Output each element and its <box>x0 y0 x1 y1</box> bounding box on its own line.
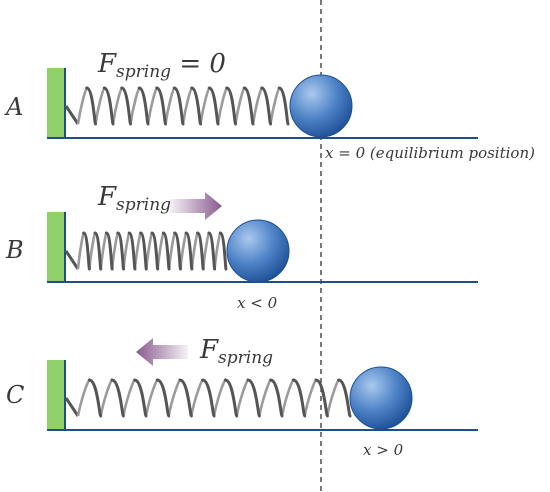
panel-b-force-subscript: spring <box>116 195 171 215</box>
panel-a-spring-back-strands <box>76 86 281 125</box>
panel-b-spring-front-strands <box>82 231 228 271</box>
panel-a: A Fspring = 0 x = 0 (equilibrium positio… <box>4 49 535 162</box>
panel-c-ball <box>349 366 413 430</box>
panel-a-spring <box>64 86 290 126</box>
panel-a-position-label: x = 0 (equilibrium position) <box>325 144 535 162</box>
panel-c-position-label: x > 0 <box>363 441 404 459</box>
panel-b-spring <box>64 231 228 271</box>
panel-c-letter: C <box>6 381 24 409</box>
panel-c-spring-front-strands <box>87 378 352 418</box>
panel-a-ball <box>289 74 353 138</box>
panel-b: B Fspring x < 0 <box>5 182 478 312</box>
panel-a-force-label: Fspring = 0 <box>97 49 226 82</box>
panel-c-spring-back-strands <box>76 378 340 417</box>
panel-c-spring-lead <box>64 397 80 417</box>
panel-b-wall <box>47 212 65 282</box>
panel-c-force-symbol: F <box>199 335 219 365</box>
panel-c-force-arrow <box>136 338 188 366</box>
panel-a-spring-lead <box>64 105 80 125</box>
panel-c: C Fspring x > 0 <box>6 335 478 459</box>
panel-b-spring-back-strands <box>76 231 222 270</box>
panel-a-force-symbol: F <box>97 49 117 79</box>
panel-a-letter: A <box>4 93 23 121</box>
panel-c-force-subscript: spring <box>218 348 273 368</box>
panel-b-force-label: Fspring <box>97 182 171 215</box>
panel-a-force-suffix: = 0 <box>171 49 226 79</box>
panel-c-spring <box>64 378 352 418</box>
panel-c-force-label: Fspring <box>199 335 273 368</box>
panel-b-letter: B <box>5 236 24 264</box>
panel-b-force-arrow <box>170 192 222 220</box>
panel-b-ball <box>226 219 290 283</box>
panel-b-spring-lead <box>64 250 80 270</box>
panel-a-wall <box>47 68 65 138</box>
panel-a-force-subscript: spring <box>116 62 171 82</box>
panel-b-force-symbol: F <box>97 182 117 212</box>
panel-c-wall <box>47 360 65 430</box>
panel-b-position-label: x < 0 <box>237 294 278 312</box>
panel-a-spring-front-strands <box>85 86 290 126</box>
